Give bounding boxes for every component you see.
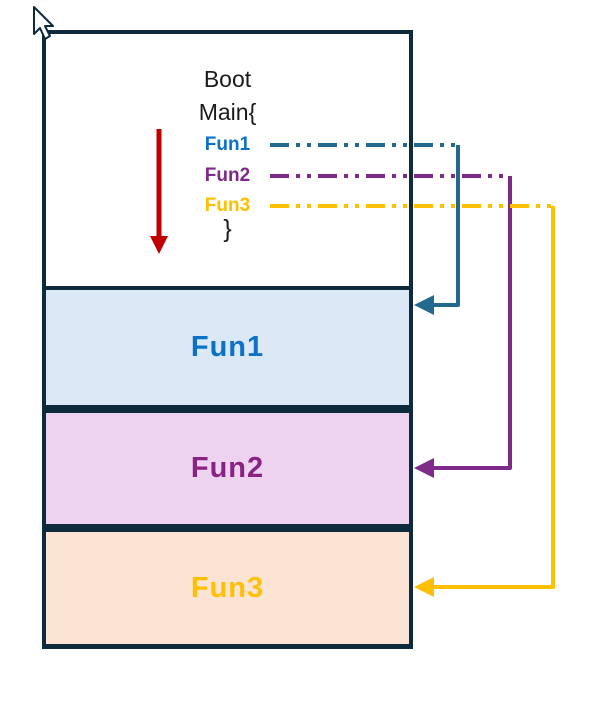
closing-brace-label: } <box>223 215 232 243</box>
call-label-fun2: Fun2 <box>204 165 251 186</box>
fun1-block-label: Fun1 <box>190 331 265 363</box>
fun2-block: Fun2 <box>42 409 413 528</box>
fun3-arrowhead-icon <box>414 577 434 597</box>
call-label-fun3: Fun3 <box>204 195 251 216</box>
fun3-block: Fun3 <box>42 528 413 648</box>
fun2-block-label: Fun2 <box>190 452 265 484</box>
call-label-fun1: Fun1 <box>204 134 251 155</box>
boot-label: Boot <box>203 66 252 92</box>
fun3-block-label: Fun3 <box>190 571 265 604</box>
fun1-arrowhead-icon <box>414 295 434 315</box>
fun2-return-line <box>433 176 512 470</box>
fun2-arrowhead-icon <box>414 458 434 478</box>
fun1-block: Fun1 <box>42 286 413 409</box>
main-open-label: Main{ <box>198 99 257 125</box>
fun3-return-line <box>433 206 555 589</box>
fun1-return-line <box>433 145 460 307</box>
